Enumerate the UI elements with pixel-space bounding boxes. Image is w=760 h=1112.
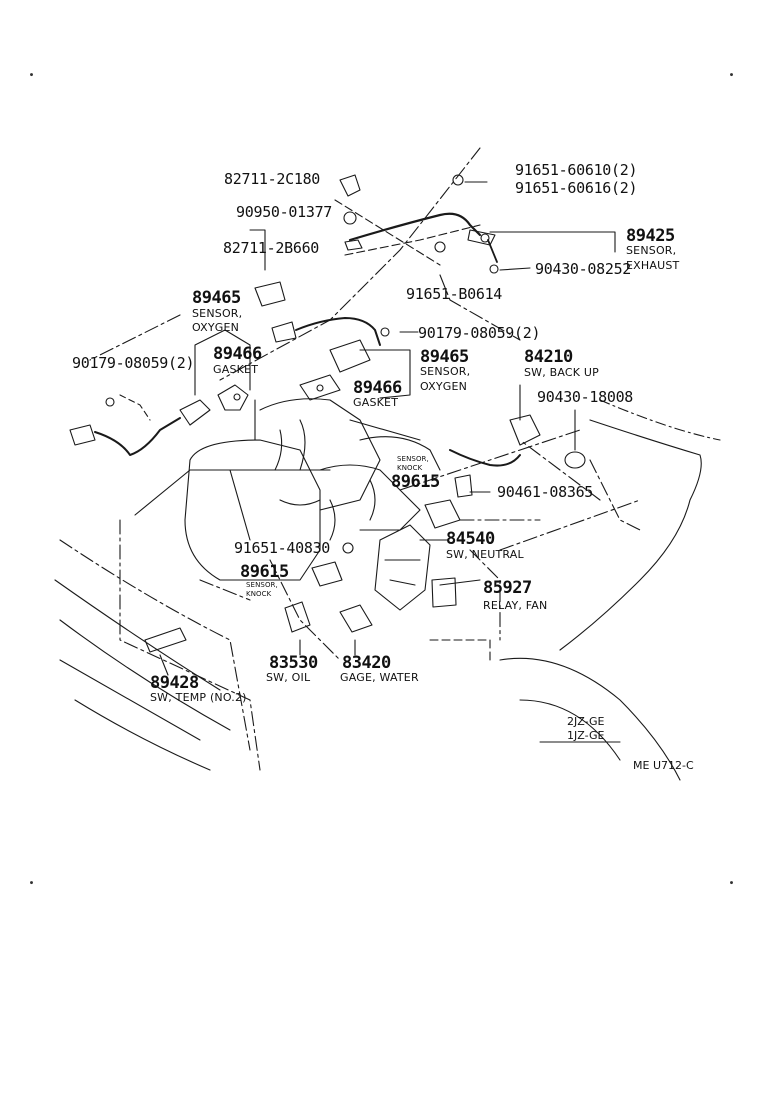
label-85927-desc: RELAY, FAN bbox=[483, 599, 548, 612]
label-89465-left-desc2: OXYGEN bbox=[192, 321, 240, 334]
label-91651-60616: 91651-60616(2) bbox=[515, 179, 638, 197]
left-oxygen-sensor bbox=[69, 384, 249, 456]
engine-code-2: 1JZ-GE bbox=[567, 729, 605, 742]
fan-relay-drawing bbox=[431, 577, 457, 608]
label-82711-2c180: 82711-2C180 bbox=[224, 170, 321, 188]
label-89465-left: 89465 bbox=[192, 288, 241, 308]
label-84210: 84210 bbox=[524, 347, 573, 367]
label-89465-right: 89465 bbox=[420, 347, 469, 367]
label-90430-08252: 90430-08252 bbox=[535, 260, 632, 278]
engine-block bbox=[184, 398, 441, 581]
radiator-support bbox=[59, 539, 251, 751]
label-89465-right-desc2: OXYGEN bbox=[420, 380, 468, 393]
label-89428: 89428 bbox=[150, 673, 199, 693]
callout-89465-left bbox=[194, 329, 251, 396]
corner-mark: ● bbox=[730, 72, 734, 78]
neutral-switch-drawing bbox=[374, 524, 431, 611]
label-83530: 83530 bbox=[269, 653, 318, 673]
corner-mark: ● bbox=[30, 72, 34, 78]
label-89615-top-desc1: SENSOR, bbox=[397, 455, 429, 463]
label-82711-2b660: 82711-2B660 bbox=[223, 239, 320, 257]
label-90430-18008: 90430-18008 bbox=[537, 388, 634, 406]
label-84210-desc: SW, BACK UP bbox=[524, 366, 600, 379]
label-85927: 85927 bbox=[483, 578, 532, 598]
label-89466-left: 89466 bbox=[213, 344, 262, 364]
label-89465-left-desc1: SENSOR, bbox=[192, 307, 243, 320]
callout-89465-right bbox=[359, 349, 411, 399]
label-89425: 89425 bbox=[626, 226, 675, 246]
label-89465-right-desc1: SENSOR, bbox=[420, 365, 471, 378]
label-89466-left-desc: GASKET bbox=[213, 363, 259, 376]
oil-switch-drawing bbox=[284, 601, 311, 633]
label-90179-left: 90179-08059(2) bbox=[72, 354, 195, 372]
label-83420-desc: GAGE, WATER bbox=[340, 671, 419, 684]
knock-sensor-top-drawing bbox=[424, 499, 461, 529]
label-83530-desc: SW, OIL bbox=[266, 671, 311, 684]
corner-mark: ● bbox=[30, 880, 34, 886]
label-83420: 83420 bbox=[342, 653, 391, 673]
water-gage-drawing bbox=[339, 604, 373, 633]
label-91651-60610: 91651-60610(2) bbox=[515, 161, 638, 179]
right-oxygen-sensor bbox=[254, 281, 381, 401]
label-89425-desc1: SENSOR, bbox=[626, 244, 677, 257]
label-89428-desc: SW, TEMP (NO.2) bbox=[150, 691, 247, 704]
label-89466-right-desc: GASKET bbox=[353, 396, 399, 409]
label-89615-bot-desc1: SENSOR, bbox=[246, 581, 278, 589]
label-89466-right: 89466 bbox=[353, 378, 402, 398]
engine-code-1: 2JZ-GE bbox=[567, 715, 605, 728]
label-89615-top-desc2: KNOCK bbox=[397, 464, 423, 472]
label-84540: 84540 bbox=[446, 529, 495, 549]
label-91651-b0614: 91651-B0614 bbox=[406, 285, 503, 303]
label-89615-bot-desc2: KNOCK bbox=[246, 590, 272, 598]
corner-mark: ● bbox=[730, 880, 734, 886]
label-84540-desc: SW, NEUTRAL bbox=[446, 548, 524, 561]
label-89615-bot: 89615 bbox=[240, 562, 289, 582]
label-89425-desc2: EXHAUST bbox=[626, 259, 680, 272]
fender-outline bbox=[559, 419, 702, 651]
callout-89425 bbox=[489, 231, 616, 253]
label-91651-40830: 91651-40830 bbox=[234, 539, 331, 557]
label-90950-01377: 90950-01377 bbox=[236, 203, 333, 221]
exhaust-sensor-drawing bbox=[344, 212, 498, 263]
knock-sensor-bot-drawing bbox=[311, 561, 343, 587]
backup-switch-drawing bbox=[449, 414, 586, 469]
label-90179-right: 90179-08059(2) bbox=[418, 324, 541, 342]
label-89615-top: 89615 bbox=[391, 472, 440, 492]
temp-switch-drawing bbox=[144, 627, 187, 653]
label-90461-08365: 90461-08365 bbox=[497, 483, 594, 501]
drawing-code: ME U712-C bbox=[633, 759, 694, 772]
